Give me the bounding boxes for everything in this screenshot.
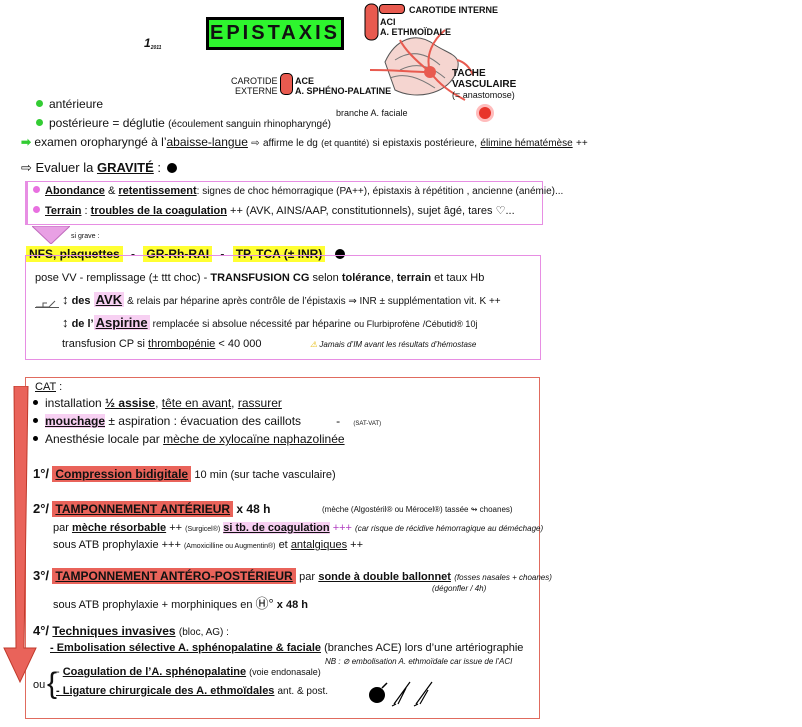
hollow-arrow-icon: ⇨ [21,160,32,175]
nfs-badge: NFS, plaquettes [26,246,123,262]
cat-label: CAT : [35,381,63,393]
nasal-anatomy-diagram [364,3,474,101]
cat-line-2: mouchage ± aspiration : évacuation des c… [33,414,381,428]
hand-pointer-icon [35,297,59,308]
cat-step-4-line-1: - Embolisation sélective A. sphénopalati… [50,642,524,654]
surgical-tools-icon [369,681,433,707]
cat-red-arrow [3,386,37,684]
bullet-icon [33,400,38,405]
bilan-cp: transfusion CP si thrombopénie < 40 000 [62,338,262,350]
tamponnement-anterieur-badge: TAMPONNEMENT ANTÉRIEUR [52,501,234,517]
page-title: EPISTAXIS [206,17,344,50]
bomb-icon [167,163,178,173]
cat-line-3: Anesthésie locale par mèche de xylocaïne… [33,432,345,446]
cat-step-4-nb: NB : ⊘ embolisation A. ethmoïdale car is… [325,657,513,666]
cat-step-2-line-1: par mèche résorbable ++ (Surgicel®) si t… [53,522,544,534]
cat-step-3-note: (dégonfler / 4h) [432,584,487,593]
cat-step-3: 3°/ TAMPONNEMENT ANTÉRO-POSTÉRIEUR par s… [33,568,552,584]
green-bullet-icon [36,119,43,126]
ou-label: ou [33,679,46,691]
pink-bullet-icon [33,206,40,213]
bilan-warning: ⚠ Jamais d’IM avant les résultats d’hémo… [310,340,477,349]
bomb-icon [369,687,385,703]
brace-icon: { [47,667,58,700]
bilan-box [25,255,541,360]
intro-posterieure: postérieure = déglutie (écoulement sangu… [36,116,331,130]
bilan-avk: ↕ des AVK & relais par héparine après co… [62,292,501,307]
cat-step-2: 2°/ TAMPONNEMENT ANTÉRIEUR x 48 h [33,501,271,517]
gravite-terrain: Terrain : troubles de la coagulation ++ … [33,204,515,217]
forceps-icon [391,681,411,707]
hollow-arrow-icon: ⇨ [251,138,260,149]
carotide-externe-vessel [280,73,293,95]
cat-step-4: 4°/ Techniques invasives (bloc, AG) : [33,623,229,638]
gravite-box [25,181,543,225]
green-arrow-icon: ➡ [21,135,32,149]
gravite-abondance: Abondance & retentissement: signes de ch… [33,185,563,197]
page-mark: 12011 [144,36,162,51]
label-branche-faciale: branche A. faciale [336,108,408,118]
cat-line-1: installation ½ assise, tête en avant, ra… [33,396,282,410]
scissors-icon [413,681,433,707]
gravite-heading: ⇨ Evaluer la GRAVITÉ : [21,160,178,176]
bilan-vv: pose VV - remplissage (± ttt choc) - TRA… [35,272,485,284]
bomb-icon [334,249,345,259]
cat-step-2-note: (mèche (Algostéril® ou Mérocel®) tassée … [322,505,513,514]
bullet-icon [33,436,38,441]
cat-step-3-line-2: sous ATB prophylaxie + morphiniques en Ⓗ… [53,596,308,611]
intro-anterieure: antérieure [36,97,103,111]
green-bullet-icon [36,100,43,107]
tache-icon [479,107,491,119]
bilan-row: NFS, plaquettes - GR-Rh-RAI - TP, TCA (±… [26,246,345,262]
pink-bullet-icon [33,186,40,193]
arteries-paths [369,29,466,101]
carotid-interne-bar [379,4,405,14]
si-grave-label: si grave : [71,233,100,240]
cat-step-4-line-2: - Coagulation de l’A. sphénopalatine (vo… [56,666,321,678]
cat-step-2-line-2: sous ATB prophylaxie +++ (Amoxicilline o… [53,539,364,551]
carotid-interne-vessel [364,3,379,41]
cat-step-1: 1°/ Compression bidigitale 10 min (sur t… [33,466,336,482]
cat-step-4-line-3: - Ligature chirurgicale des A. ethmoïdal… [56,685,329,697]
tamponnement-ap-badge: TAMPONNEMENT ANTÉRO-POSTÉRIEUR [52,568,296,584]
compression-badge: Compression bidigitale [52,466,192,482]
bullet-icon [33,418,38,423]
tp-badge: TP, TCA (± INR) [232,246,326,262]
bilan-aspirine: ↕ de l’Aspirine remplacée si absolue néc… [62,315,478,330]
pink-triangle-icon [32,226,70,244]
warning-icon: ⚠ [310,340,318,349]
label-carotide-interne: CAROTIDE INTERNE [379,4,498,15]
gr-badge: GR-Rh-RAI [143,246,213,262]
intro-exam: ➡ examen oropharyngé à l’abaisse-langue … [21,135,588,149]
